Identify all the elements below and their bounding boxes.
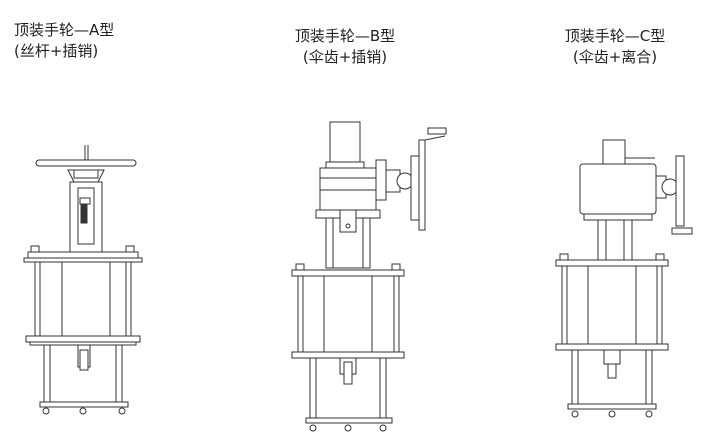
b-handwheel [410, 155, 420, 221]
variant-a-subtitle: (丝杆+插销) [14, 42, 99, 60]
b-bottom-plate [305, 417, 393, 424]
b-top-plate [291, 269, 405, 277]
b-top-cap [329, 121, 361, 163]
c-top-cap [602, 139, 626, 165]
a-bottom-plate [39, 401, 129, 408]
variant-b-subtitle: (伞齿+插销) [302, 48, 388, 66]
c-top-plate [555, 259, 669, 267]
a-pin [80, 204, 88, 224]
c-bottom-plate [567, 403, 657, 410]
c-piston-rod [603, 349, 621, 365]
b-middle-plate [291, 351, 405, 359]
a-handwheel-rim [35, 159, 137, 167]
c-crank-handle [671, 227, 693, 235]
c-handwheel [675, 155, 685, 227]
variant-a-drawing [23, 145, 143, 415]
c-stem-tube [597, 219, 633, 261]
c-gear-housing [579, 163, 657, 215]
variant-c-title: 顶装手轮—C型 [564, 27, 666, 45]
variant-a-title: 顶装手轮—A型 [14, 21, 115, 39]
a-middle-plate [25, 335, 141, 343]
variant-a-caption: 顶装手轮—A型 (丝杆+插销) [0, 20, 174, 62]
variant-c-subtitle: (伞齿+离合) [572, 48, 658, 66]
b-crank-handle [427, 127, 447, 135]
variant-b-caption: 顶装手轮—B型 (伞齿+插销) [250, 26, 440, 68]
variant-b-drawing [291, 121, 447, 432]
variant-b-title: 顶装手轮—B型 [294, 27, 396, 45]
variant-c-drawing [555, 139, 693, 418]
variant-c-caption: 顶装手轮—C型 (伞齿+离合) [520, 26, 708, 68]
c-middle-plate [555, 343, 669, 351]
b-gear-housing [319, 177, 377, 215]
a-top-plate [27, 251, 139, 259]
